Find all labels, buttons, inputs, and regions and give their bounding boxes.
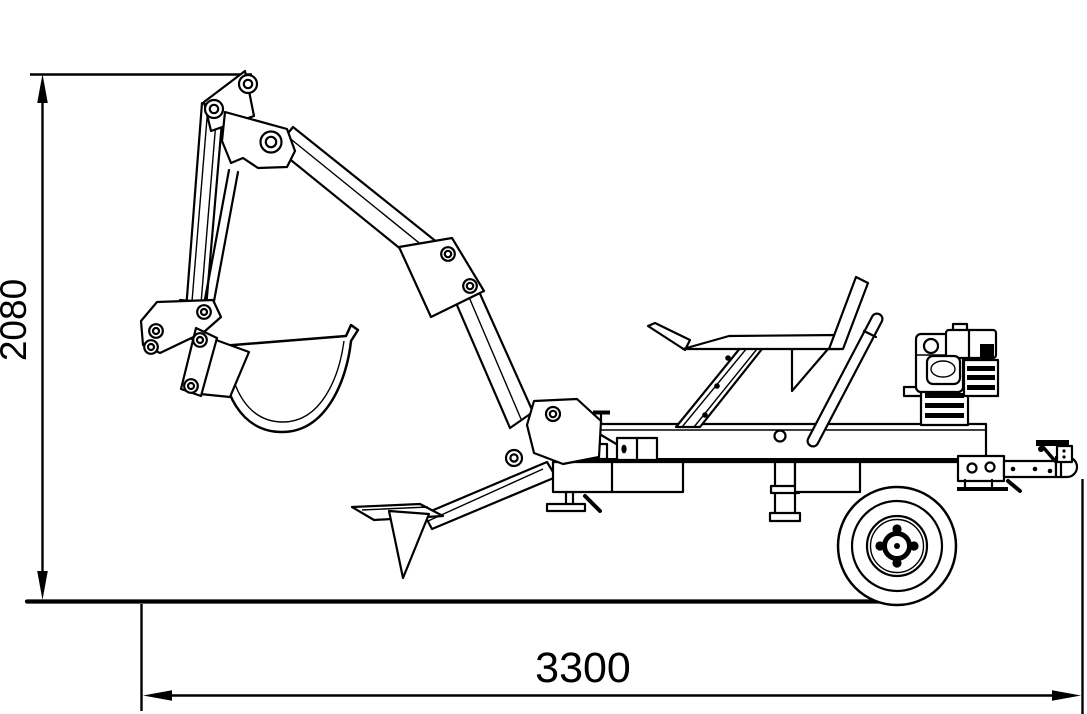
hub-center: [894, 543, 900, 549]
front-stand-legs: [564, 490, 575, 507]
height-dimension: 2080: [0, 73, 252, 600]
lower-front-beam: [551, 460, 685, 494]
bucket-linkage: [139, 298, 251, 399]
bucket-shell: [219, 323, 360, 434]
wheel: [836, 485, 958, 607]
outrigger-plate-line: [361, 506, 429, 511]
latch-hole: [1062, 449, 1066, 453]
pivot-hole: [264, 135, 278, 149]
recoil-starter: [922, 337, 940, 355]
pivot-hole: [242, 78, 254, 90]
muffler-slot: [967, 366, 995, 371]
frame-end-box: [956, 454, 1006, 483]
latch-plate: [1036, 440, 1069, 446]
bucket: [219, 323, 360, 434]
front-stand-hook: [583, 494, 602, 513]
swing-mount: [504, 397, 603, 468]
latch-lever: [1041, 445, 1057, 463]
lug-nut: [875, 541, 885, 551]
pivot-hole: [146, 342, 156, 352]
hitch: [956, 440, 1079, 493]
hitch-stand-hook: [1006, 479, 1022, 493]
lug-nut: [892, 524, 902, 534]
engine-fin: [925, 403, 964, 408]
hitch-hole: [966, 462, 978, 474]
slot-hole: [621, 444, 627, 454]
seat-gusset: [790, 347, 830, 393]
lug-nut: [909, 541, 919, 551]
trailer-frame: [545, 410, 988, 523]
lever-grip-line: [862, 329, 878, 339]
footrest: [646, 321, 692, 352]
tow-bar-hole: [1047, 468, 1053, 474]
outrigger-spike: [387, 509, 431, 580]
length-dimension: 3300: [140, 479, 1084, 714]
pivot-hole: [443, 249, 453, 259]
strut-hole: [714, 383, 720, 389]
latch-hole: [1062, 455, 1066, 459]
engine-fin: [925, 393, 964, 398]
outrigger-inner-line: [427, 468, 544, 522]
boom-bracket-plate: [397, 236, 486, 319]
lug-nut: [892, 558, 902, 568]
arrow-up-icon: [37, 74, 48, 103]
frame-hole: [773, 429, 787, 443]
tire-inner: [850, 499, 944, 593]
latch-body: [1055, 444, 1074, 464]
pivot-hole: [199, 307, 209, 317]
pivot-hole: [208, 103, 220, 115]
outrigger: [350, 460, 558, 580]
height-dimension-label: 2080: [0, 279, 34, 361]
pivot-hole: [151, 326, 161, 336]
rear-lower-beam: [793, 460, 862, 494]
rim-outer: [865, 514, 929, 578]
control-lever: [806, 312, 884, 448]
engine: [902, 322, 1000, 427]
pivot-hole: [548, 409, 558, 419]
pivot-hole: [465, 281, 475, 291]
seat-pan: [681, 333, 841, 351]
ignition-box: [980, 344, 994, 358]
arrow-right-icon: [1052, 690, 1081, 701]
backrest: [827, 275, 870, 351]
lever-fill: [808, 314, 882, 446]
hitch-hole: [984, 461, 996, 473]
strut-hole: [725, 355, 731, 361]
arrow-down-icon: [37, 571, 48, 600]
arrow-left-icon: [143, 690, 172, 701]
tow-bar-hole: [1010, 466, 1016, 472]
air-filter-cover: [930, 360, 956, 378]
link-rod-lines: [201, 168, 240, 314]
tow-bar-hole: [1032, 466, 1038, 472]
front-stand-foot: [545, 502, 587, 513]
latch-knob: [1038, 446, 1044, 452]
length-dimension-label: 3300: [535, 644, 631, 692]
elbow-bracket: [220, 110, 297, 170]
rim-inner: [869, 518, 925, 574]
swing-mount-plate: [525, 397, 603, 466]
muffler-slot: [967, 375, 995, 380]
pivot-hole: [186, 381, 196, 391]
strut-hole: [702, 412, 708, 418]
jack-foot: [768, 511, 802, 523]
muffler-slot: [967, 385, 995, 390]
seat: [646, 275, 870, 429]
elbow-joint: [202, 69, 297, 170]
engine-fin: [925, 413, 964, 418]
pivot-hole: [195, 335, 205, 345]
outrigger-pivot: [509, 453, 519, 463]
boom-bracket: [397, 236, 486, 319]
